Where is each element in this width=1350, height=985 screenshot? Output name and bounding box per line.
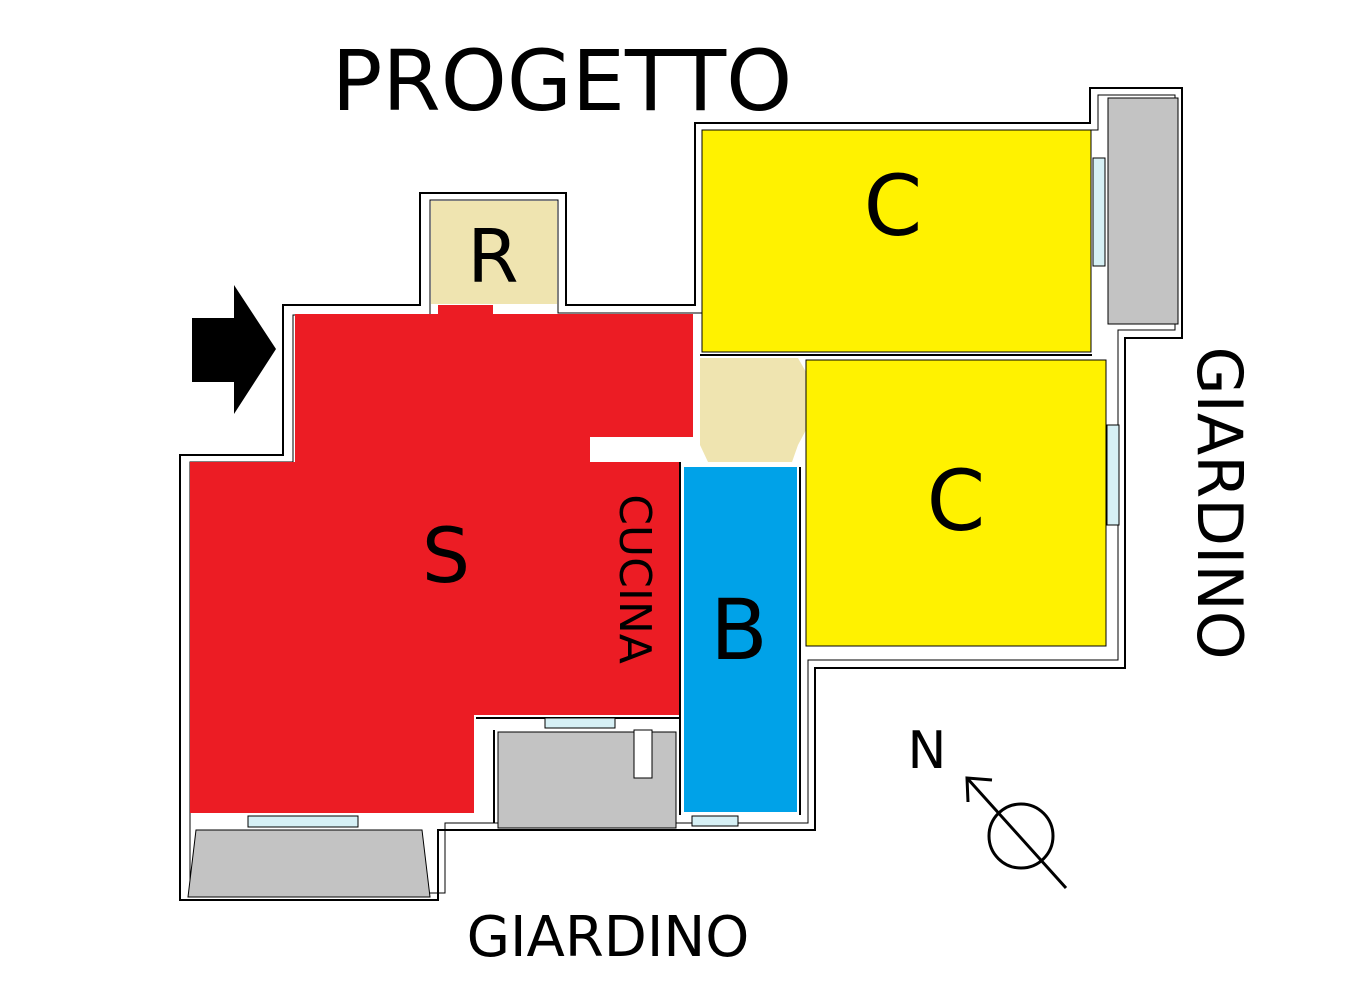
label-ripostiglio: R [467, 214, 518, 300]
garden-label-right: GIARDINO [1183, 346, 1256, 659]
room-bagno [684, 467, 797, 812]
loggia-bottom-notch [633, 729, 653, 779]
internal-walls [476, 354, 1092, 823]
room-ripostiglio [431, 201, 557, 304]
room-camera-2 [805, 359, 1107, 647]
room-soggiorno [190, 314, 693, 813]
door-ripostiglio-opening [438, 305, 493, 317]
room-camera-1 [701, 129, 1092, 353]
room-cucina [590, 462, 680, 715]
label-camera-2: C [927, 452, 986, 550]
entrance-arrow-icon [192, 285, 276, 414]
label-bagno: B [710, 581, 768, 679]
balcone-bottom [187, 829, 431, 898]
room-disimpegno [700, 358, 806, 462]
compass-label: N [908, 721, 947, 781]
plan-title: PROGETTO [332, 32, 793, 130]
cucina-gap [590, 442, 700, 460]
garden-label-bottom: GIARDINO [467, 905, 750, 970]
north-arrow-icon [965, 776, 1068, 890]
windows [247, 157, 1120, 828]
balcone-right [1107, 97, 1179, 325]
label-cucina: CUCINA [609, 494, 660, 664]
label-soggiorno: S [422, 511, 470, 600]
label-camera-1: C [864, 157, 923, 255]
